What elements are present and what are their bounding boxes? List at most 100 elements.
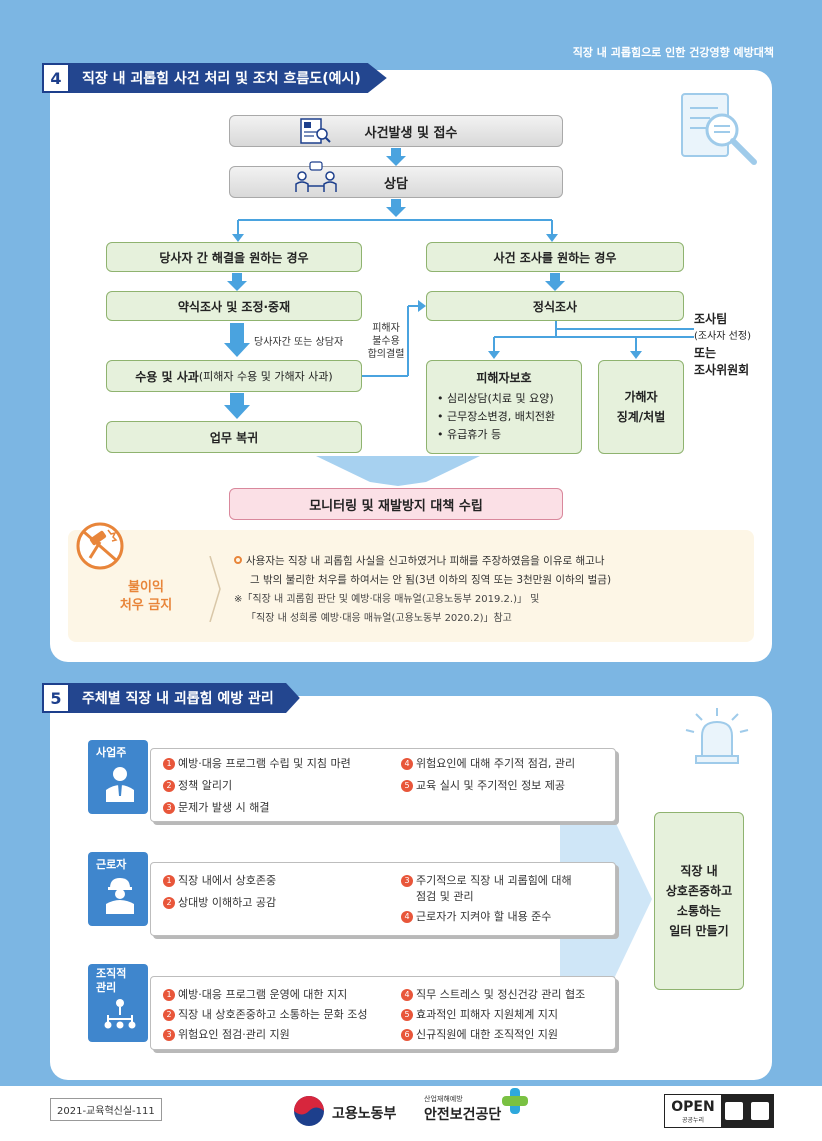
- open-license-sub: 공공누리: [681, 1116, 705, 1124]
- team-line-3: 또는: [694, 346, 717, 360]
- disadvantage-text-2: 그 밖의 불리한 처우를 하여서는 안 됨(3년 이하의 징역 또는 3천만원 …: [250, 574, 612, 586]
- ministry-logo-icon: [292, 1094, 326, 1128]
- arrow-down-2: [386, 199, 406, 217]
- monitoring-box: 모니터링 및 재발방지 대책 수립: [229, 488, 563, 520]
- section5-title-bar: 5 주체별 직장 내 괴롭힘 예방 관리: [42, 683, 300, 713]
- goal-line-4: 일터 만들기: [669, 924, 729, 938]
- open-license-badge: OPEN 공공누리: [664, 1094, 774, 1128]
- agency-name: 안전보건공단: [424, 1107, 502, 1123]
- chevron-right-icon: [208, 555, 222, 623]
- formal-investigation-label: 정식조사: [532, 299, 578, 314]
- open-license-text: OPEN: [671, 1098, 715, 1115]
- no-change-icon: [751, 1102, 769, 1120]
- step-occurrence: 사건발생 및 접수: [229, 115, 563, 147]
- open-license-conditions: [721, 1095, 773, 1127]
- informal-investigation-label: 약식조사 및 조정·중재: [177, 299, 291, 314]
- accept-detail-label: (피해자 수용 및 가해자 사과): [198, 370, 333, 383]
- split-connector: [230, 216, 560, 244]
- goal-line-1: 직장 내: [680, 864, 718, 878]
- agency-small-label: 산업재해예방: [424, 1095, 463, 1103]
- arrow-down-1: [386, 148, 406, 166]
- victim-protection-box: 피해자보호 • 심리상담(치료 및 요양) • 근무장소변경, 배치전환 • 유…: [426, 360, 582, 454]
- step-occurrence-label: 사건발생 및 접수: [364, 125, 458, 141]
- perpetrator-box: 가해자 징계/처벌: [598, 360, 684, 454]
- bullet-circle-icon: [234, 556, 242, 564]
- goal-line-2: 상호존중하고: [665, 884, 733, 898]
- section4-title: 직장 내 괴롭힘 사건 처리 및 조치 흐름도(예시): [70, 63, 387, 93]
- protection-split-connector: [484, 321, 694, 363]
- step-consultation-label: 상담: [384, 176, 408, 192]
- employer-label: 사업주: [96, 746, 127, 759]
- open-license-main: OPEN 공공누리: [665, 1095, 721, 1127]
- step-consultation: 상담: [229, 166, 563, 198]
- disadvantage-text-line-1: 사용자는 직장 내 괴롭힘 사실을 신고하였거나 피해를 주장하였음을 이유로 …: [234, 552, 749, 571]
- victim-protection-item-3: • 유급휴가 등: [437, 428, 502, 441]
- siren-icon: [684, 706, 750, 766]
- victim-reject-line-3: 합의결렬: [367, 349, 405, 360]
- arrow-down-left-1: [227, 273, 247, 291]
- document-series-title: 직장 내 괴롭힘으로 인한 건강영향 예방대책: [572, 46, 774, 59]
- org-label-1: 조직적: [96, 967, 127, 980]
- employer-card: 사업주: [88, 740, 148, 814]
- victim-reject-label: 피해자 불수용 합의결렬: [366, 322, 406, 361]
- arrow-down-left-3: [224, 393, 250, 419]
- document-search-icon: [676, 90, 766, 170]
- perpetrator-line-1: 가해자: [624, 390, 658, 404]
- arrow-down-right-1: [545, 273, 565, 291]
- section4-title-bar: 4 직장 내 괴롭힘 사건 처리 및 조치 흐름도(예시): [42, 63, 387, 93]
- formal-investigation-box: 정식조사: [426, 291, 684, 321]
- accept-apology-box: 수용 및 사과(피해자 수용 및 가해자 사과): [106, 360, 362, 392]
- between-parties-label: 당사자간 또는 상담자: [254, 337, 344, 348]
- victim-reject-line-2: 불수용: [372, 336, 400, 347]
- left-branch-label: 당사자 간 해결을 원하는 경우: [159, 250, 309, 265]
- section5-number: 5: [42, 683, 70, 713]
- victim-reject-line-1: 피해자: [372, 323, 400, 334]
- perpetrator-line-2: 징계/처벌: [616, 410, 666, 424]
- gavel-icon: [74, 520, 126, 572]
- victim-protection-item-2: • 근무장소변경, 배치전환: [437, 410, 556, 423]
- team-line-1: 조사팀: [694, 312, 728, 326]
- report-document-icon: [298, 117, 332, 145]
- footer-bar: [0, 1086, 822, 1141]
- worker-label: 근로자: [96, 858, 127, 871]
- goal-line-3: 소통하는: [676, 904, 722, 918]
- team-line-4: 조사위원회: [694, 363, 750, 377]
- right-branch-label: 사건 조사를 원하는 경우: [493, 250, 617, 265]
- monitoring-label: 모니터링 및 재발방지 대책 수립: [309, 498, 483, 514]
- org-card: 조직적 관리: [88, 964, 148, 1042]
- worker-card: 근로자: [88, 852, 148, 926]
- disadvantage-note: [68, 530, 754, 642]
- arrow-down-left-2: [224, 323, 250, 357]
- org-label-2: 관리: [96, 981, 117, 994]
- disadvantage-label: 불이익 처우 금지: [96, 579, 196, 615]
- left-branch-box: 당사자 간 해결을 원하는 경우: [106, 242, 362, 272]
- disadvantage-text-1: 사용자는 직장 내 괴롭힘 사실을 신고하였거나 피해를 주장하였음을 이유로 …: [246, 555, 605, 567]
- attribution-icon: [725, 1102, 743, 1120]
- section5-title: 주체별 직장 내 괴롭힘 예방 관리: [70, 683, 300, 713]
- section4-number: 4: [42, 63, 70, 93]
- victim-protection-item-1: • 심리상담(치료 및 요양): [437, 392, 554, 405]
- reference-2: 「직장 내 성희롱 예방·대응 매뉴얼(고용노동부 2020.2)」참고: [246, 613, 512, 624]
